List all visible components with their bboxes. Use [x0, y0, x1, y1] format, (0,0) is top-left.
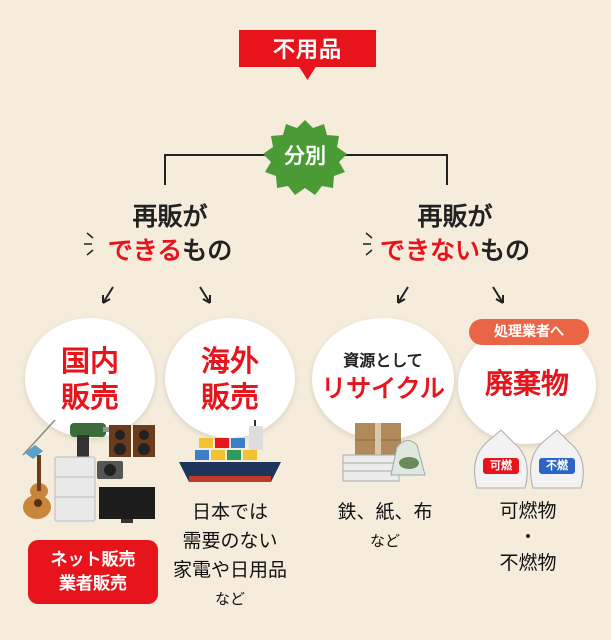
domestic-line2: 販売	[60, 380, 119, 414]
left-heading-line1: 再販が	[132, 202, 208, 231]
domestic-circle	[25, 318, 155, 438]
recycle-caption-line2: など	[369, 532, 400, 550]
disposal-big: 廃棄物	[484, 367, 569, 400]
left-heading-rest: もの	[182, 236, 233, 265]
sort-label: 分別	[284, 144, 326, 168]
recycle-caption: 鉄、紙、布 など	[320, 498, 450, 556]
television-icon	[99, 487, 155, 523]
cargo-ship-icon	[179, 420, 281, 482]
left-heading-red: できる	[107, 236, 183, 265]
garbage-bags-illustration	[474, 429, 584, 489]
recycle-circle	[312, 318, 454, 440]
overseas-caption: 日本では 需要のない 家電や日用品 など	[160, 498, 300, 614]
burnable-bag-label: 可燃	[490, 459, 512, 472]
burnable-bag-icon	[474, 429, 528, 489]
refrigerator-icon	[54, 456, 96, 522]
right-heading-rest: もの	[480, 236, 531, 265]
arrow-recycle	[397, 286, 409, 304]
speaker-icon	[109, 425, 155, 457]
cloth-bag-icon	[390, 440, 426, 476]
emphasis-marks-right	[363, 232, 373, 256]
cargo-ship-illustration	[179, 420, 281, 482]
non-burnable-bag-label: 不燃	[546, 459, 568, 472]
newspaper-bundle-icon	[342, 454, 400, 482]
domestic-label: 国内 販売	[25, 343, 155, 415]
domestic-sales-box: ネット販売 業者販売	[28, 540, 158, 604]
recycle-label: 資源として リサイクル	[312, 350, 454, 406]
guitar-icon	[23, 455, 51, 519]
overseas-caption-line3: 家電や日用品	[172, 559, 287, 581]
overseas-caption-line1: 日本では	[191, 501, 268, 523]
disposal-caption-dot: ・	[518, 526, 538, 548]
disposal-caption-line1: 可燃物	[499, 500, 557, 522]
right-heading-line1: 再販が	[417, 202, 493, 231]
recycle-caption-line1: 鉄、紙、布	[337, 501, 433, 523]
right-group-heading: 再販が できないもの	[355, 200, 555, 268]
camera-icon	[97, 461, 123, 479]
domestic-box-line1: ネット販売	[50, 550, 136, 570]
overseas-line1: 海外	[200, 344, 259, 378]
fishing-rod-icon	[22, 419, 56, 459]
domestic-goods-illustration	[22, 419, 155, 523]
recycle-big: リサイクル	[321, 374, 445, 403]
arrows	[102, 286, 504, 304]
sort-badge	[263, 120, 347, 195]
disposal-caption: 可燃物 ・ 不燃物	[468, 498, 588, 576]
overseas-caption-line4: など	[214, 590, 245, 608]
cardboard-icon	[355, 423, 401, 457]
recycle-goods-illustration	[342, 423, 426, 482]
recycle-small: 資源として	[343, 351, 423, 370]
overseas-caption-line2: 需要のない	[182, 530, 278, 552]
drill-icon	[70, 423, 113, 457]
disposal-tag: 処理業者へ	[469, 319, 589, 345]
emphasis-marks-left	[84, 232, 94, 256]
right-heading-red: できない	[379, 236, 480, 265]
overseas-label: 海外 販売	[165, 343, 295, 415]
arrow-domestic	[102, 286, 114, 304]
title-text: 不用品	[272, 38, 342, 63]
arrow-overseas	[199, 286, 211, 304]
disposal-caption-line2: 不燃物	[499, 552, 557, 574]
non-burnable-bag-icon	[530, 429, 584, 489]
arrow-disposal	[492, 286, 504, 304]
domestic-line1: 国内	[60, 344, 119, 378]
overseas-circle	[165, 318, 295, 438]
overseas-line2: 販売	[200, 380, 259, 414]
domestic-box-line2: 業者販売	[59, 574, 127, 594]
left-group-heading: 再販が できるもの	[80, 200, 260, 268]
disposal-circle	[458, 326, 596, 444]
